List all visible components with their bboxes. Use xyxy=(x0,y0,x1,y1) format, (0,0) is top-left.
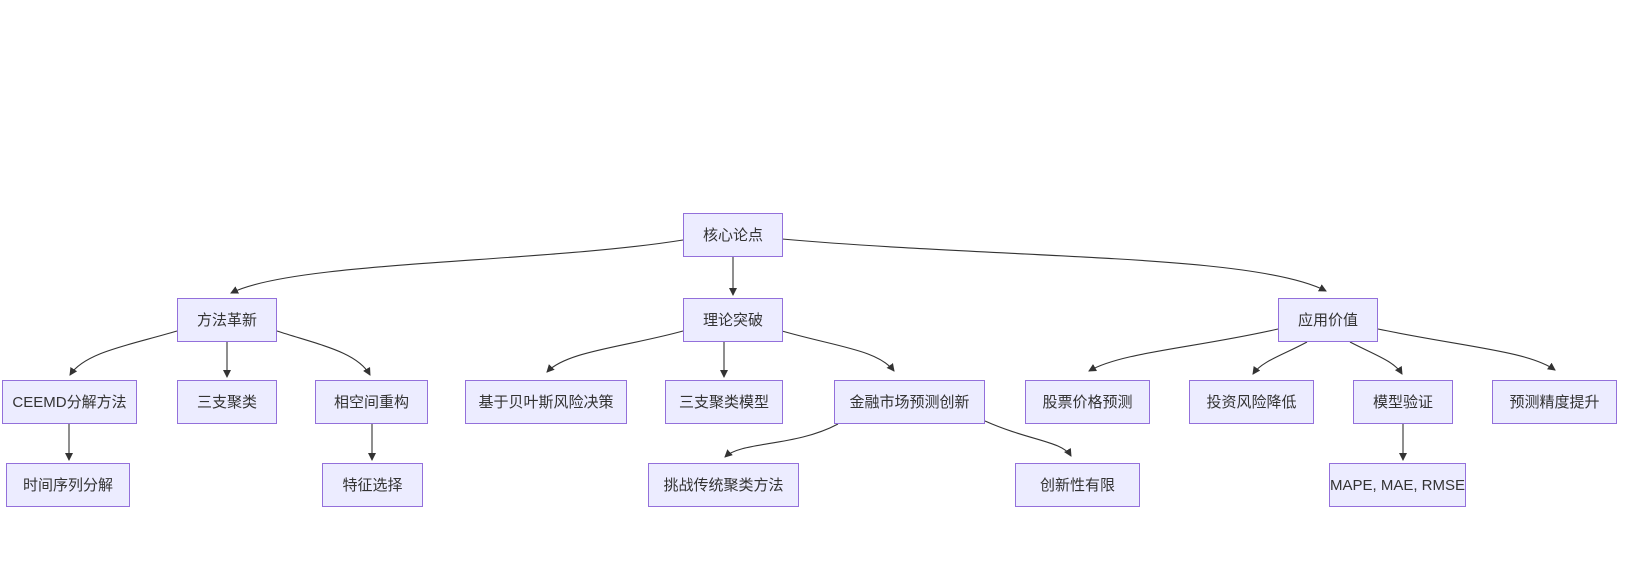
node-investment-risk-reduction: 投资风险降低 xyxy=(1189,380,1314,424)
node-theory-breakthrough: 理论突破 xyxy=(683,298,783,342)
node-time-series-decomposition: 时间序列分解 xyxy=(6,463,130,507)
edge-theory-bayesian-risk xyxy=(546,330,684,373)
node-method-innovation: 方法革新 xyxy=(177,298,277,342)
edge-theory-financial-innovation xyxy=(781,330,895,372)
edge-root-method-innovation xyxy=(230,239,684,294)
node-bayesian-risk-decision: 基于贝叶斯风险决策 xyxy=(465,380,627,424)
edge-application-accuracy-improvement xyxy=(1377,328,1556,371)
node-challenge-traditional-clustering: 挑战传统聚类方法 xyxy=(648,463,799,507)
node-ceemd-decomposition: CEEMD分解方法 xyxy=(2,380,137,424)
node-root: 核心论点 xyxy=(683,213,783,257)
edge-financial-innovation-challenge-clustering xyxy=(724,423,839,458)
node-forecast-accuracy-improvement: 预测精度提升 xyxy=(1492,380,1617,424)
node-feature-selection: 特征选择 xyxy=(322,463,423,507)
edge-method-innovation-phase-space xyxy=(276,330,371,376)
edge-method-innovation-ceemd xyxy=(69,330,178,376)
node-limited-innovation: 创新性有限 xyxy=(1015,463,1140,507)
node-stock-price-prediction: 股票价格预测 xyxy=(1025,380,1150,424)
edge-financial-innovation-limited-innovation xyxy=(984,420,1072,457)
node-model-validation: 模型验证 xyxy=(1353,380,1453,424)
node-financial-market-forecast-innovation: 金融市场预测创新 xyxy=(834,380,985,424)
node-three-way-clustering: 三支聚类 xyxy=(177,380,277,424)
node-application-value: 应用价值 xyxy=(1278,298,1378,342)
edge-application-stock-prediction xyxy=(1088,328,1279,372)
node-evaluation-metrics: MAPE, MAE, RMSE xyxy=(1329,463,1466,507)
node-phase-space-reconstruction: 相空间重构 xyxy=(315,380,428,424)
node-three-way-clustering-model: 三支聚类模型 xyxy=(665,380,783,424)
edge-application-risk-reduction xyxy=(1252,341,1308,375)
edge-root-application-value xyxy=(781,238,1327,292)
edge-application-model-validation xyxy=(1349,341,1403,375)
